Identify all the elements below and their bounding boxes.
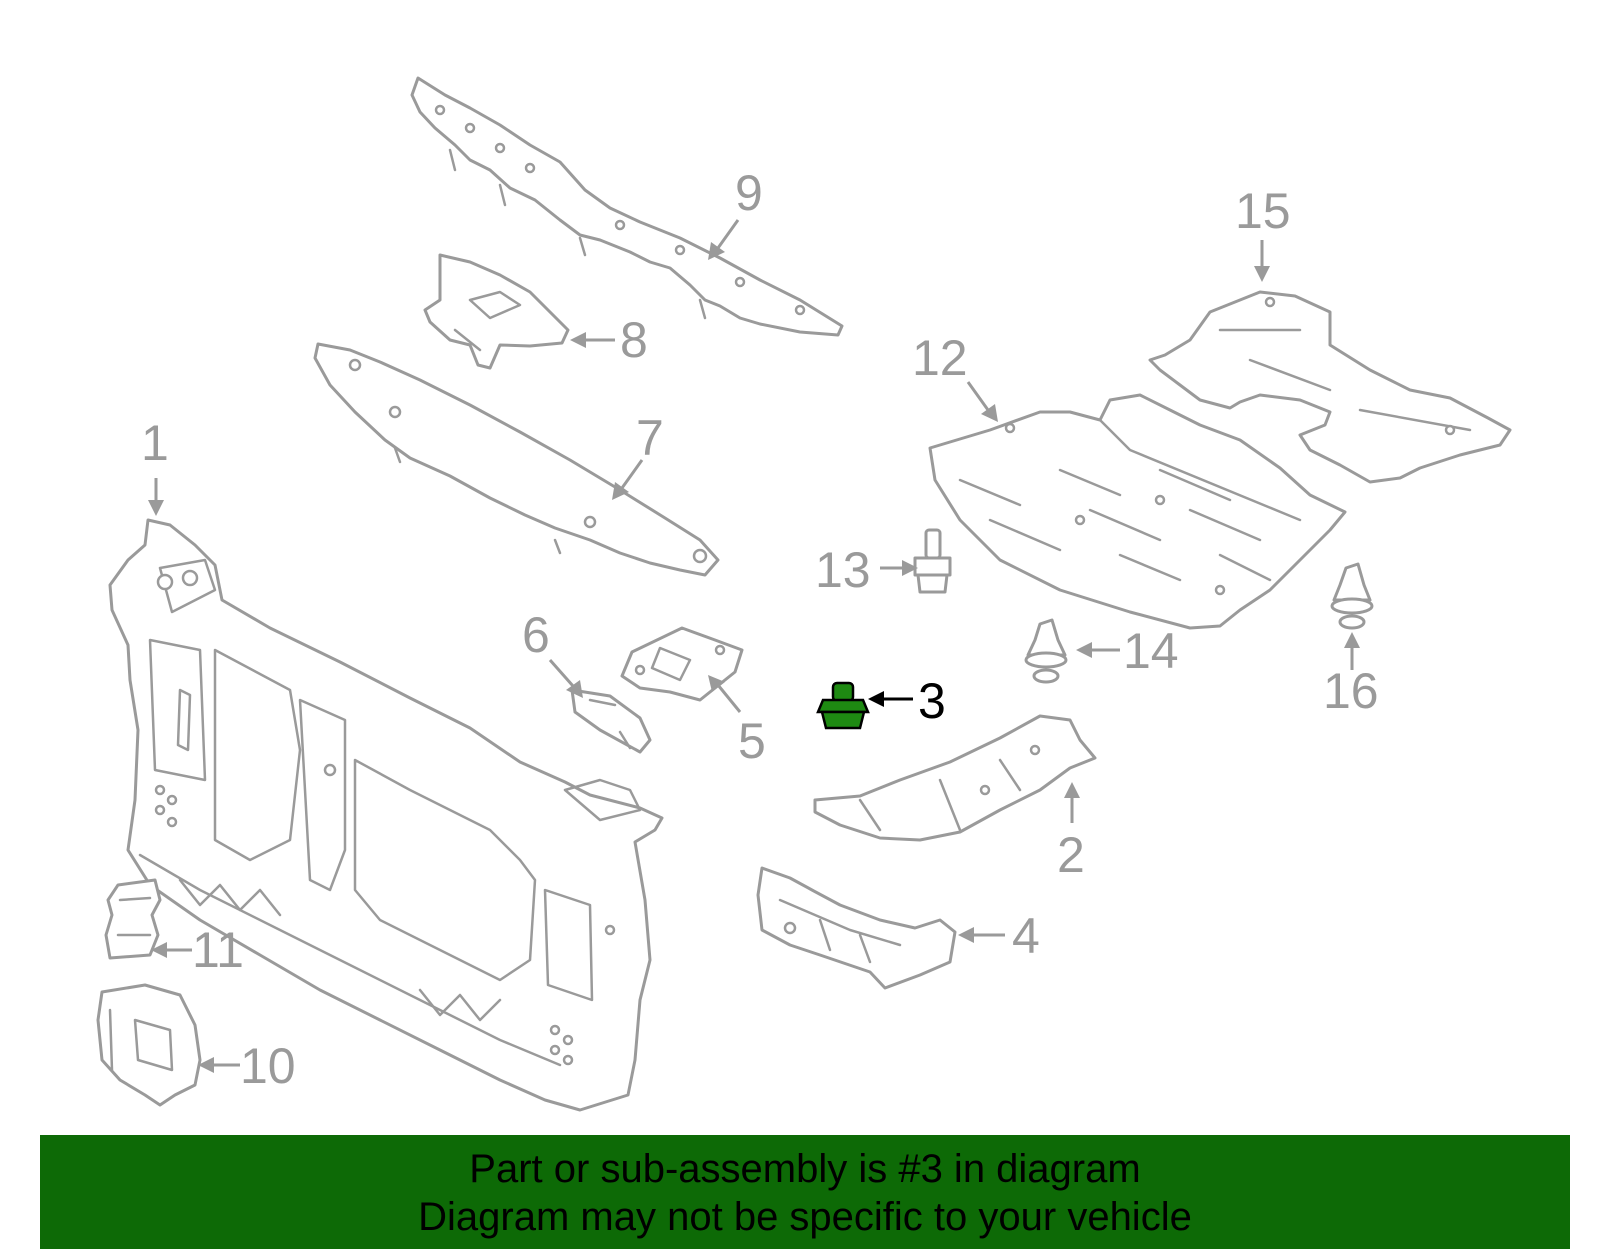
part-15-shape[interactable] [1148,290,1512,484]
banner-line-2: Diagram may not be specific to your vehi… [418,1195,1192,1239]
part-6-shape[interactable] [570,688,652,754]
callout-7: 7 [636,410,664,466]
part-16-shape[interactable] [1330,562,1374,630]
callout-13: 13 [815,542,871,598]
part-11-shape[interactable] [104,878,162,960]
callout-9: 9 [735,165,763,221]
callout-8: 8 [620,312,648,368]
callout-2: 2 [1057,827,1085,883]
callout-16: 16 [1323,663,1379,719]
banner-line-1: Part or sub-assembly is #3 in diagram [469,1147,1141,1191]
part-5-shape[interactable] [620,626,744,702]
callout-12: 12 [912,330,968,386]
part-14-shape[interactable] [1024,618,1068,684]
part-13-shape[interactable] [913,528,952,594]
callout-11: 11 [192,922,244,978]
callout-6: 6 [522,607,550,663]
part-1-shape[interactable] [108,518,664,1112]
callout-3: 3 [918,673,946,729]
callout-4: 4 [1012,908,1040,964]
part-12-shape[interactable] [928,393,1347,630]
callout-5: 5 [738,713,766,769]
callout-14: 14 [1123,623,1179,679]
part-4-shape[interactable] [756,866,957,990]
part-10-shape[interactable] [96,983,202,1107]
part-8-shape[interactable] [423,253,570,370]
callout-1: 1 [141,415,169,471]
info-banner: Part or sub-assembly is #3 in diagram Di… [40,1135,1570,1249]
leader-lines [148,219,1360,1073]
part-3-highlighted[interactable] [816,681,870,730]
part-7-shape[interactable] [313,342,720,577]
callout-15: 15 [1235,183,1291,239]
part-9-shape[interactable] [410,76,844,337]
callout-10: 10 [240,1038,296,1094]
part-2-shape[interactable] [813,714,1097,842]
